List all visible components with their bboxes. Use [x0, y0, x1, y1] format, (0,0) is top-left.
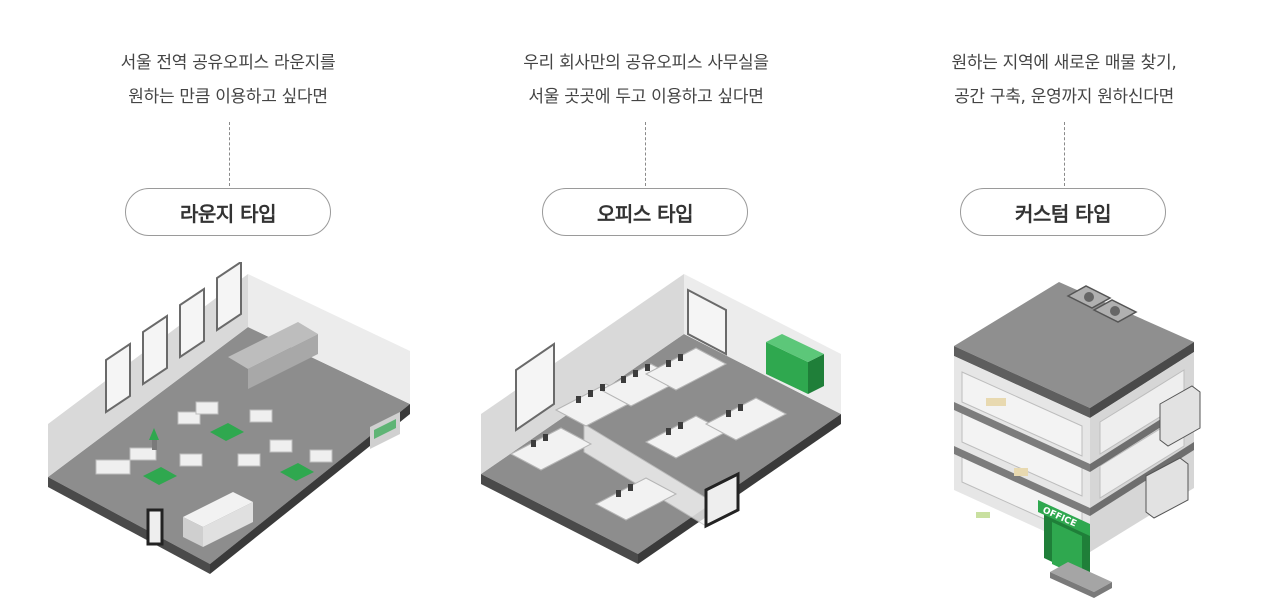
lounge-illustration [48, 262, 410, 574]
custom-type-section: 원하는 지역에 새로운 매물 찾기, 공간 구축, 운영까지 원하신다면 커스텀… [854, 0, 1274, 616]
building-illustration: OFFICE [954, 282, 1201, 598]
lounge-description: 서울 전역 공유오피스 라운지를 원하는 만큼 이용하고 싶다면 [120, 53, 336, 107]
custom-type-button[interactable]: 커스텀 타입 [960, 188, 1166, 236]
lounge-type-button[interactable]: 라운지 타입 [125, 188, 331, 236]
connector-line [1064, 122, 1065, 186]
office-description: 우리 회사만의 공유오피스 사무실을 서울 곳곳에 두고 이용하고 싶다면 [523, 53, 769, 107]
custom-description: 원하는 지역에 새로운 매물 찾기, 공간 구축, 운영까지 원하신다면 [951, 53, 1177, 107]
connector-line [229, 122, 230, 186]
office-type-section: 우리 회사만의 공유오피스 사무실을 서울 곳곳에 두고 이용하고 싶다면 오피… [436, 0, 856, 616]
connector-line [645, 122, 646, 186]
lounge-type-section: 서울 전역 공유오피스 라운지를 원하는 만큼 이용하고 싶다면 라운지 타입 [18, 0, 438, 616]
office-illustration [481, 274, 841, 564]
office-type-button[interactable]: 오피스 타입 [542, 188, 748, 236]
